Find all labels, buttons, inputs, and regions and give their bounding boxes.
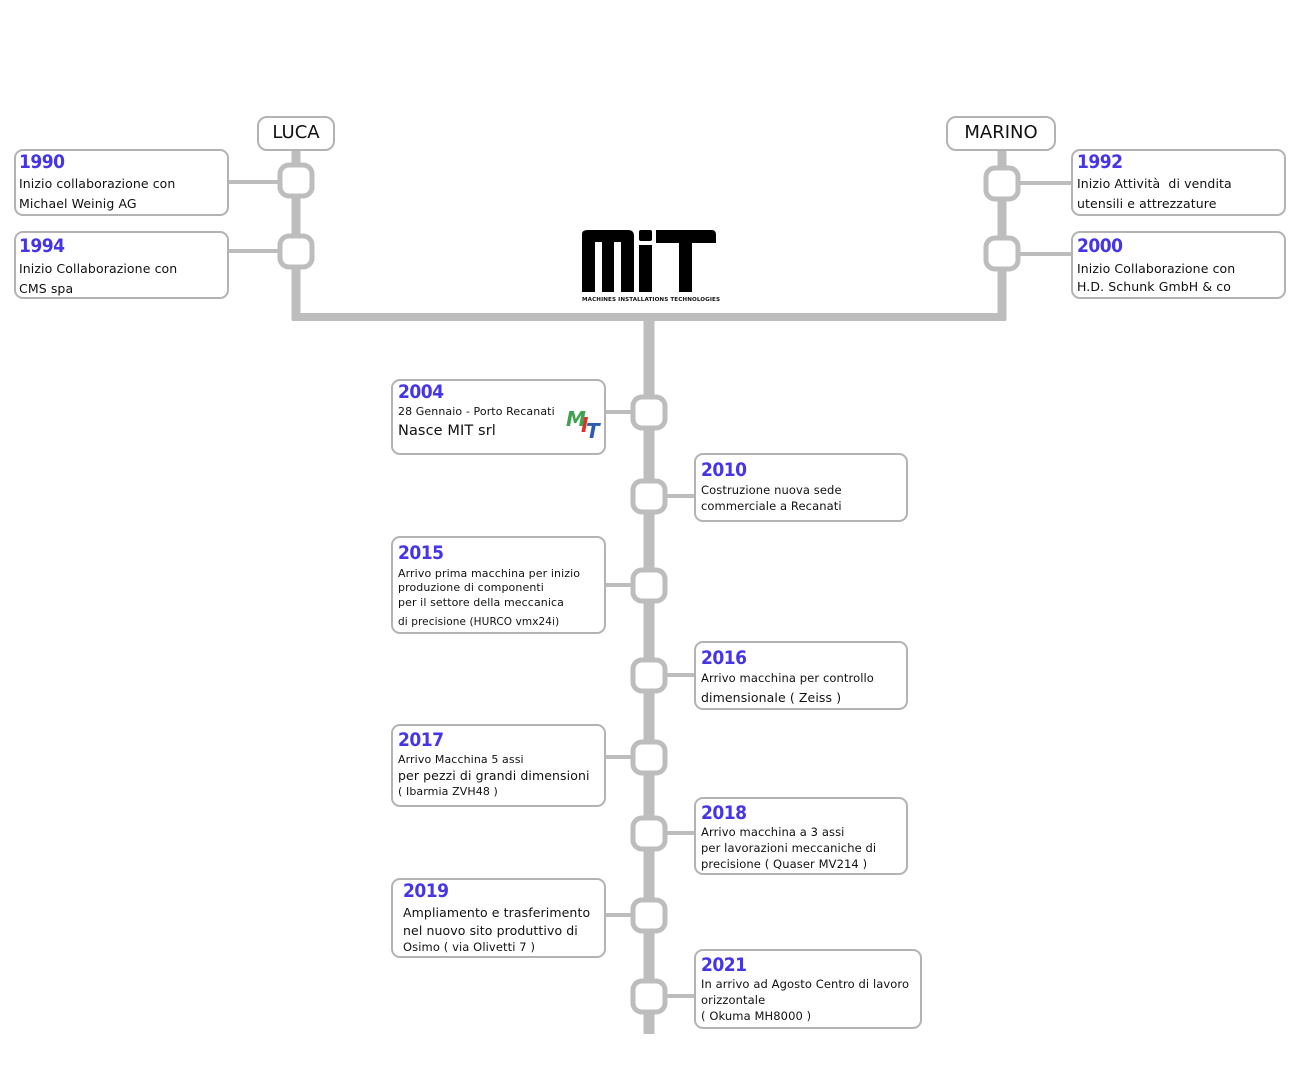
event-text-line: Nasce MIT srl bbox=[398, 423, 496, 439]
event-text-line: Arrivo macchina per controllo bbox=[701, 671, 874, 685]
event-card-2017: 2017 Arrivo Macchina 5 assi per pezzi di… bbox=[391, 724, 606, 807]
event-year: 2010 bbox=[701, 459, 747, 481]
timeline-node bbox=[630, 815, 668, 852]
mit-logo-subtitle: MACHINES INSTALLATIONS TECHNOLOGIES bbox=[582, 297, 721, 303]
event-text-line: Inizio Collaborazione con bbox=[19, 261, 178, 276]
event-card-2021: 2021 In arrivo ad Agosto Centro di lavor… bbox=[694, 949, 922, 1029]
event-year: 2015 bbox=[398, 542, 444, 564]
event-card-1994: 1994 Inizio Collaborazione con CMS spa bbox=[14, 231, 229, 299]
timeline-node bbox=[983, 165, 1021, 202]
mit-logo bbox=[582, 230, 716, 292]
event-text-line: H.D. Schunk GmbH & co bbox=[1077, 279, 1232, 294]
event-year: 2000 bbox=[1077, 235, 1123, 257]
event-text-line: di precisione (HURCO vmx24i) bbox=[398, 616, 560, 628]
event-text-line: per il settore della meccanica bbox=[398, 596, 565, 609]
event-card-1990: 1990 Inizio collaborazione con Michael W… bbox=[14, 149, 229, 216]
event-text-line: Arrivo Macchina 5 assi bbox=[398, 753, 524, 766]
timeline-node bbox=[630, 394, 668, 431]
event-card-1992: 1992 Inizio Attività di vendita utensili… bbox=[1071, 149, 1286, 216]
event-text-line: ( Okuma MH8000 ) bbox=[701, 1009, 812, 1023]
event-text-line: orizzontale bbox=[701, 993, 766, 1007]
event-card-2004: 2004 28 Gennaio - Porto Recanati Nasce M… bbox=[391, 379, 606, 455]
event-text-line: Inizio Attività di vendita bbox=[1077, 176, 1232, 191]
event-text-line: Costruzione nuova sede bbox=[701, 483, 842, 497]
timeline-node bbox=[630, 897, 668, 934]
event-text-line: nel nuovo sito produttivo di bbox=[403, 923, 578, 938]
event-card-2010: 2010 Costruzione nuova sede commerciale … bbox=[694, 453, 908, 522]
event-text-line: dimensionale ( Zeiss ) bbox=[701, 690, 842, 705]
event-text-line: 28 Gennaio - Porto Recanati bbox=[398, 405, 555, 418]
event-text-line: precisione ( Quaser MV214 ) bbox=[701, 857, 868, 871]
event-year: 1990 bbox=[19, 151, 65, 173]
event-text-line: commerciale a Recanati bbox=[701, 499, 842, 513]
event-text-line: produzione di componenti bbox=[398, 581, 544, 594]
event-text-line: Inizio Collaborazione con bbox=[1077, 261, 1236, 276]
event-card-2016: 2016 Arrivo macchina per controllo dimen… bbox=[694, 641, 908, 710]
event-card-2000: 2000 Inizio Collaborazione con H.D. Schu… bbox=[1071, 231, 1286, 299]
event-year: 1992 bbox=[1077, 151, 1123, 173]
mit-mini-logo: M I T bbox=[566, 407, 600, 443]
timeline-node bbox=[630, 657, 668, 694]
event-text-line: Arrivo prima macchina per inizio bbox=[398, 567, 581, 580]
event-year: 2016 bbox=[701, 647, 747, 669]
founder-label-marino: MARINO bbox=[946, 116, 1056, 151]
event-text-line: ( Ibarmia ZVH48 ) bbox=[398, 785, 498, 798]
event-text-line: utensili e attrezzature bbox=[1077, 196, 1217, 211]
event-text-line: Michael Weinig AG bbox=[19, 196, 137, 211]
timeline-node bbox=[630, 478, 668, 515]
timeline-node bbox=[983, 235, 1021, 272]
event-text-line: In arrivo ad Agosto Centro di lavoro bbox=[701, 977, 910, 991]
event-year: 2017 bbox=[398, 729, 444, 751]
event-year: 2019 bbox=[403, 880, 449, 902]
founder-label-luca: LUCA bbox=[257, 116, 335, 151]
event-text-line: CMS spa bbox=[19, 281, 74, 296]
event-text-line: Osimo ( via Olivetti 7 ) bbox=[403, 940, 536, 954]
timeline-node bbox=[630, 978, 668, 1015]
event-year: 2021 bbox=[701, 954, 747, 976]
event-text-line: Ampliamento e trasferimento bbox=[403, 905, 591, 920]
event-year: 2018 bbox=[701, 802, 747, 824]
event-card-2018: 2018 Arrivo macchina a 3 assi per lavora… bbox=[694, 797, 908, 875]
timeline-node bbox=[277, 162, 315, 199]
event-text-line: Inizio collaborazione con bbox=[19, 176, 176, 191]
timeline-node bbox=[630, 567, 668, 604]
timeline-node bbox=[277, 233, 315, 270]
event-year: 1994 bbox=[19, 235, 65, 257]
timeline-node bbox=[630, 739, 668, 776]
event-text-line: Arrivo macchina a 3 assi bbox=[701, 825, 845, 839]
event-card-2019: 2019 Ampliamento e trasferimento nel nuo… bbox=[391, 878, 606, 958]
event-text-line: per lavorazioni meccaniche di bbox=[701, 841, 877, 855]
event-card-2015: 2015 Arrivo prima macchina per inizio pr… bbox=[391, 536, 606, 634]
event-text-line: per pezzi di grandi dimensioni bbox=[398, 768, 590, 783]
event-year: 2004 bbox=[398, 381, 444, 403]
